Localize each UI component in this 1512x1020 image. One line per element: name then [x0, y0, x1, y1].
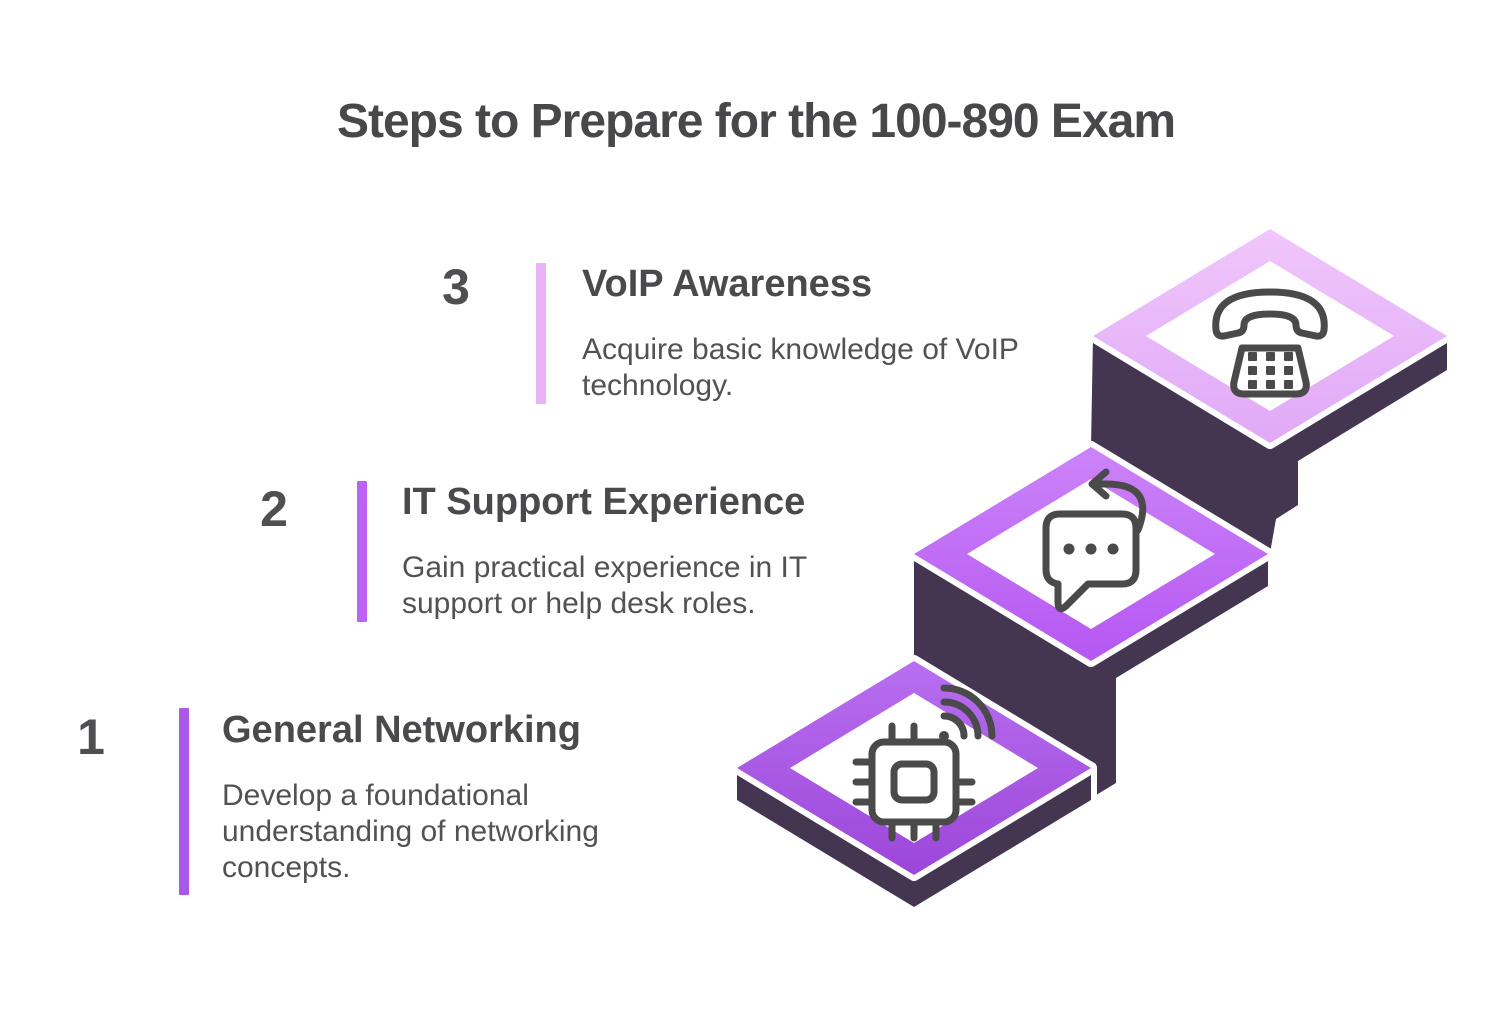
stair-step3-tread-inner — [1146, 261, 1394, 411]
step-block-3: VoIP Awareness Acquire basic knowledge o… — [582, 264, 1042, 404]
step-body-line: concepts. — [222, 851, 351, 884]
step-body-line: support or help desk roles. — [402, 587, 756, 620]
step-body-line: Gain practical experience in IT — [402, 551, 808, 584]
step-body-line: Acquire basic knowledge of VoIP — [582, 333, 1019, 366]
step-number-1: 1 — [77, 709, 105, 765]
step-bar-1 — [176, 705, 192, 898]
step-body-line: Develop a foundational — [222, 779, 529, 812]
step-heading-1: General Networking — [222, 709, 581, 751]
step-body-line: technology. — [582, 369, 734, 402]
chip-wifi-icon — [852, 684, 996, 842]
step-heading-2: IT Support Experience — [402, 481, 806, 523]
step-bar-2 — [354, 478, 370, 625]
step-heading-3: VoIP Awareness — [582, 263, 873, 305]
phone-icon — [1212, 288, 1328, 398]
chat-reply-icon — [1042, 468, 1147, 613]
step-number-3: 3 — [442, 259, 470, 315]
step-bar-3 — [533, 260, 549, 407]
step-body-3: Acquire basic knowledge of VoIP technolo… — [582, 332, 1042, 404]
step-body-line: understanding of networking — [222, 815, 599, 848]
step-body-2: Gain practical experience in IT support … — [402, 550, 822, 622]
step-body-1: Develop a foundational understanding of … — [222, 778, 622, 886]
page-title: Steps to Prepare for the 100-890 Exam — [336, 95, 1176, 148]
step-block-1: General Networking Develop a foundationa… — [222, 710, 622, 886]
step-block-2: IT Support Experience Gain practical exp… — [402, 482, 822, 622]
step-number-2: 2 — [260, 481, 288, 537]
